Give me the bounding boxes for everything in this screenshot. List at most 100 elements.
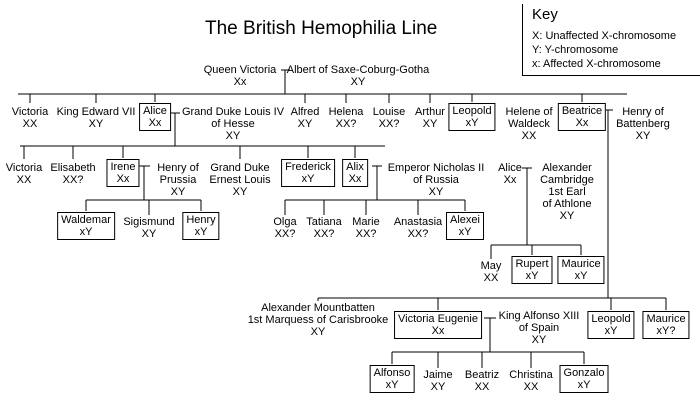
person-name-line: King Alfonso XIII xyxy=(498,310,580,322)
legend-entry-affected-x: x: Affected X-chromosome xyxy=(532,58,661,70)
person-name-line: Anastasia xyxy=(393,216,443,228)
person-name-line: Beatrice xyxy=(561,105,603,117)
person-name-line: Prussia xyxy=(159,174,197,186)
person-name-line: Jaime xyxy=(423,369,453,381)
person-name-line: Arthur xyxy=(415,106,445,118)
person-genotype: XX xyxy=(474,381,490,393)
person-genotype: xY xyxy=(577,379,591,391)
person-name-line: Louise xyxy=(372,106,406,118)
person-genotype: XY xyxy=(635,130,651,142)
person-name-line: 1st Marquess of Carisbrooke xyxy=(247,314,389,326)
person-genotype: xY xyxy=(385,379,399,391)
person-name-line: Maurice xyxy=(646,313,686,325)
person-genotype: xY xyxy=(301,173,315,185)
person-genotype: xY? xyxy=(656,325,676,337)
person-genotype: XX? xyxy=(62,174,84,186)
person-genotype: XY xyxy=(428,186,444,198)
person-genotype: xY xyxy=(604,325,618,337)
person-genotype: XY xyxy=(422,118,438,130)
person-name-line: Marie xyxy=(352,216,380,228)
person-name-line: Battenberg xyxy=(616,118,670,130)
person-name-line: Frederick xyxy=(285,161,331,173)
person-genotype: XY xyxy=(559,210,575,222)
person-name-line: Maurice xyxy=(561,258,601,270)
person-name-line: Grand Duke Louis IV xyxy=(181,106,285,118)
person-name-line: Waldemar xyxy=(61,214,111,226)
person-name-line: Henry xyxy=(186,214,216,226)
person-genotype: XY xyxy=(141,228,157,240)
person-name-line: Leopold xyxy=(452,105,492,117)
person-name-line: Victoria Eugenie xyxy=(398,313,478,325)
person-genotype: XX xyxy=(521,130,537,142)
person-name-line: Christina xyxy=(509,369,553,381)
person-genotype: XX xyxy=(16,174,32,186)
person-name-line: Alice xyxy=(143,105,167,117)
person-name-line: of Spain xyxy=(518,322,560,334)
person-name-line: Olga xyxy=(273,216,297,228)
person-name-line: Tatiana xyxy=(306,216,342,228)
person-genotype: XY xyxy=(232,186,248,198)
person-name-line: Elisabeth xyxy=(50,162,96,174)
legend-entry-unaffected-x: X: Unaffected X-chromosome xyxy=(532,30,677,42)
person-genotype: XY xyxy=(297,118,313,130)
person-genotype: Xx xyxy=(575,117,589,129)
person-name-line: Alexei xyxy=(450,214,480,226)
person-name-line: Waldeck xyxy=(508,118,550,130)
person-genotype: XX? xyxy=(378,118,400,130)
person-genotype: xY xyxy=(574,270,588,282)
person-name-line: Ernest Louis xyxy=(209,174,271,186)
person-genotype: XX? xyxy=(335,118,357,130)
person-name-line: of Russia xyxy=(413,174,459,186)
person-genotype: XY xyxy=(170,186,186,198)
person-name-line: Henry of xyxy=(622,106,664,118)
person-genotype: XX? xyxy=(355,228,377,240)
person-genotype: Xx xyxy=(233,76,247,88)
person-genotype: xY xyxy=(79,226,93,238)
person-genotype: XY xyxy=(350,76,366,88)
person-genotype: XY xyxy=(531,334,547,346)
person-name-line: Henry of xyxy=(157,162,199,174)
person-genotype: XY xyxy=(88,118,104,130)
person-genotype: XX xyxy=(22,118,38,130)
person-genotype: XX? xyxy=(313,228,335,240)
legend-key: Key X: Unaffected X-chromosome Y: Y-chro… xyxy=(522,4,700,76)
person-name-line: Victoria xyxy=(11,106,49,118)
person-genotype: Xx xyxy=(348,173,362,185)
person-name-line: Alix xyxy=(346,161,364,173)
person-genotype: XY xyxy=(225,130,241,142)
person-name-line: Albert of Saxe-Coburg-Gotha xyxy=(286,64,430,76)
person-name-line: Queen Victoria xyxy=(203,64,277,76)
person-genotype: Xx xyxy=(503,174,517,186)
person-name-line: Helena xyxy=(328,106,364,118)
person-name-line: Grand Duke xyxy=(210,162,270,174)
